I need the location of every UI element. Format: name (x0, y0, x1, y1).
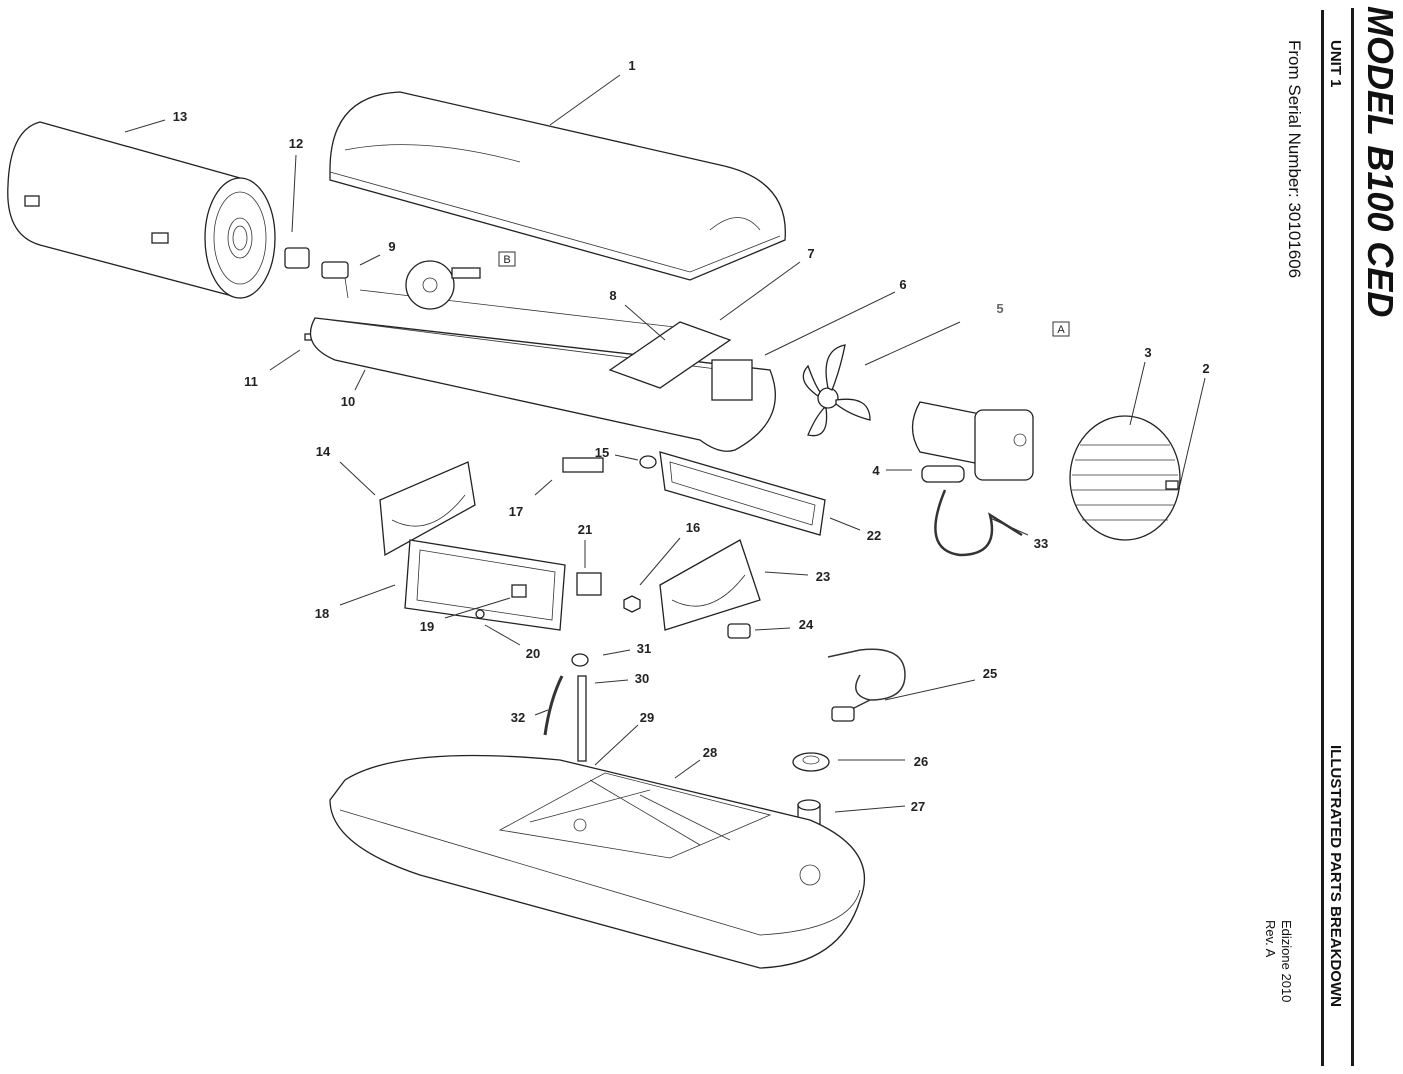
revision-label: Rev. A (1263, 920, 1278, 958)
part-motor (911, 401, 1034, 481)
part-9-electrode (321, 261, 349, 299)
callout-15: 15 (595, 445, 609, 460)
model-title: MODEL B100 CED (1360, 6, 1401, 318)
callout-13: 13 (173, 109, 187, 124)
callout-17: 17 (509, 504, 523, 519)
callout-21: 21 (578, 522, 592, 537)
callout-8: 8 (609, 288, 616, 303)
svg-text:A: A (1057, 324, 1065, 336)
part-24-fitting (727, 623, 751, 639)
callout-23: 23 (816, 569, 830, 584)
callout-4: 4 (872, 463, 880, 478)
callout-19: 19 (420, 619, 434, 634)
svg-text:B: B (503, 254, 510, 266)
part-17-terminal (562, 457, 604, 473)
callout-27: 27 (911, 799, 925, 814)
callout-20: 20 (526, 646, 540, 661)
callout-14: 14 (316, 444, 331, 459)
serial-number: From Serial Number: 30101606 (1285, 40, 1304, 279)
callout-2: 2 (1202, 361, 1209, 376)
callout-29: 29 (640, 710, 654, 725)
part-26-fuel-cap (792, 752, 830, 772)
callout-31: 31 (637, 641, 651, 656)
part-21-relay (576, 572, 602, 596)
part-12-nozzle (284, 247, 310, 269)
part-30-dip-tube (577, 675, 587, 762)
part-32-hose (543, 675, 564, 736)
section-title: ILLUSTRATED PARTS BREAKDOWN (1327, 745, 1344, 1007)
callout-7: 7 (807, 246, 814, 261)
callout-28: 28 (703, 745, 717, 760)
callout-11: 11 (244, 374, 258, 389)
leader-lines (124, 74, 1206, 813)
part-burner-head (405, 260, 481, 310)
callout-5: 5 (996, 301, 1003, 316)
part-3-grille (1069, 415, 1181, 541)
part-14-support (379, 461, 476, 557)
edition-label: Edizione 2010 (1279, 920, 1294, 1003)
callout-18: 18 (315, 606, 329, 621)
callout-26: 26 (914, 754, 928, 769)
callout-25: 25 (983, 666, 997, 681)
part-13-outer-cylinder (7, 121, 276, 299)
callout-12: 12 (289, 136, 303, 151)
part-22-panel (659, 451, 826, 536)
part-4-capacitor (921, 465, 965, 483)
part-31-cap (571, 653, 589, 667)
part-20-screw (475, 609, 485, 619)
part-1-upper-shell (329, 91, 786, 281)
part-23-support (659, 539, 761, 631)
callout-1: 1 (628, 58, 635, 73)
part-8-bracket (608, 321, 732, 389)
callout-16: 16 (686, 520, 700, 535)
callout-33: 33 (1034, 536, 1048, 551)
part-6-transformer-box (711, 359, 753, 401)
part-25-power-cord (827, 648, 906, 722)
part-10-lower-shell (309, 289, 776, 452)
callout-6: 6 (899, 277, 906, 292)
callout-labels: 1 2 3 4 5 6 7 8 9 10 11 12 13 14 15 16 1… (173, 58, 1210, 814)
part-15-grommet (639, 455, 657, 469)
part-18-control-panel (404, 539, 566, 631)
detail-marker-b: B (498, 251, 516, 267)
callout-24: 24 (799, 617, 814, 632)
callout-9: 9 (388, 239, 395, 254)
title-rule-outer (1351, 8, 1354, 1066)
callout-32: 32 (511, 710, 525, 725)
callout-10: 10 (341, 394, 355, 409)
part-33-tube (934, 489, 1023, 557)
part-16-nut (623, 595, 641, 613)
part-28-fuel-tank (329, 754, 865, 969)
callout-3: 3 (1144, 345, 1151, 360)
unit-label: UNIT 1 (1327, 40, 1344, 88)
callout-22: 22 (867, 528, 881, 543)
title-rule-inner (1321, 10, 1324, 1066)
part-5-fan-blade (802, 344, 871, 437)
detail-marker-a: A (1052, 321, 1070, 337)
callout-30: 30 (635, 671, 649, 686)
part-2-screw (1165, 480, 1179, 490)
part-19-switch (511, 584, 527, 598)
